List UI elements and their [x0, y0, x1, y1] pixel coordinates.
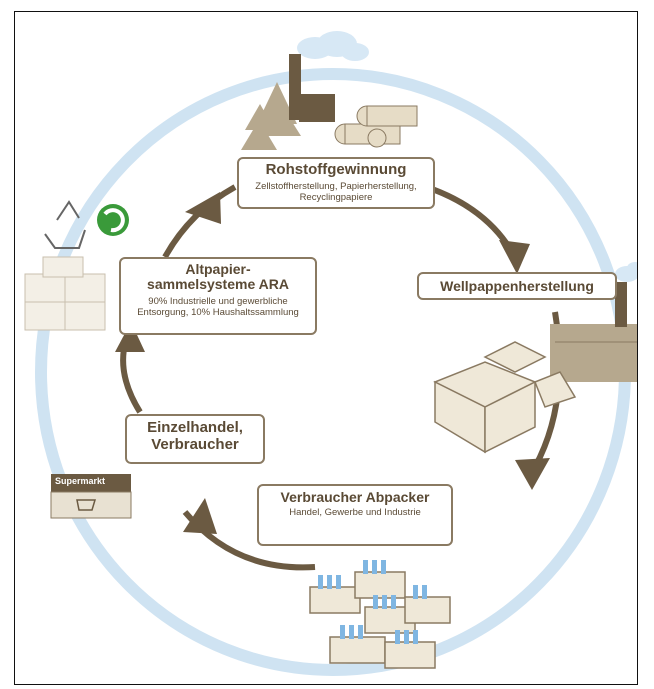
trees-icon	[241, 82, 301, 150]
stage-collection: Altpapier- sammelsysteme ARA 90% Industr…	[119, 257, 317, 335]
cycle-graphic	[24, 31, 637, 676]
stage-raw-materials: Rohstoffgewinnung Zellstoffherstellung, …	[237, 157, 435, 209]
recycle-icon	[44, 200, 86, 249]
supermarket-icon	[50, 474, 132, 519]
arrowhead-5	[185, 192, 221, 224]
stage-corrugated-title: Wellpappenherstellung	[440, 278, 594, 294]
diagram-frame: Rohstoffgewinnung Zellstoffherstellung, …	[14, 11, 638, 685]
stage-corrugated: Wellpappenherstellung	[417, 272, 617, 300]
arrowhead-1	[499, 240, 530, 274]
cloud-right	[615, 262, 637, 282]
paper-bales-icon	[24, 256, 106, 331]
arrowhead-3	[183, 498, 217, 534]
corrugated-factory-icon	[550, 282, 637, 382]
stage-consumer-subtitle: Handel, Gewerbe und Industrie	[289, 507, 421, 519]
chimney-icon	[289, 54, 301, 120]
stage-collection-subtitle: 90% Industrielle und gewerbliche Entsorg…	[137, 295, 299, 319]
stage-consumer-packer: Verbraucher Abpacker Handel, Gewerbe und…	[257, 484, 453, 546]
arrowhead-2	[515, 458, 550, 490]
stage-retail-title: Einzelhandel, Verbraucher	[147, 419, 243, 453]
stage-raw-title: Rohstoffgewinnung	[265, 161, 407, 178]
stage-retail: Einzelhandel, Verbraucher	[125, 414, 265, 464]
cloud-top	[297, 31, 369, 61]
arrowhead-4	[115, 322, 145, 352]
paper-rolls-icon	[334, 105, 418, 148]
stage-collection-title: Altpapier- sammelsysteme ARA	[147, 261, 289, 293]
stage-consumer-title: Verbraucher Abpacker	[280, 489, 430, 505]
supermarket-sign: Supermarkt	[55, 476, 106, 486]
bottle-crates-icon	[309, 560, 451, 669]
stage-raw-subtitle: Zellstoffherstellung, Papierherstellung,…	[255, 180, 417, 203]
green-dot-icon	[97, 204, 129, 236]
cardboard-boxes-icon	[433, 341, 577, 454]
arc-collection-to-raw	[162, 184, 237, 259]
factory-base-icon	[299, 94, 335, 122]
